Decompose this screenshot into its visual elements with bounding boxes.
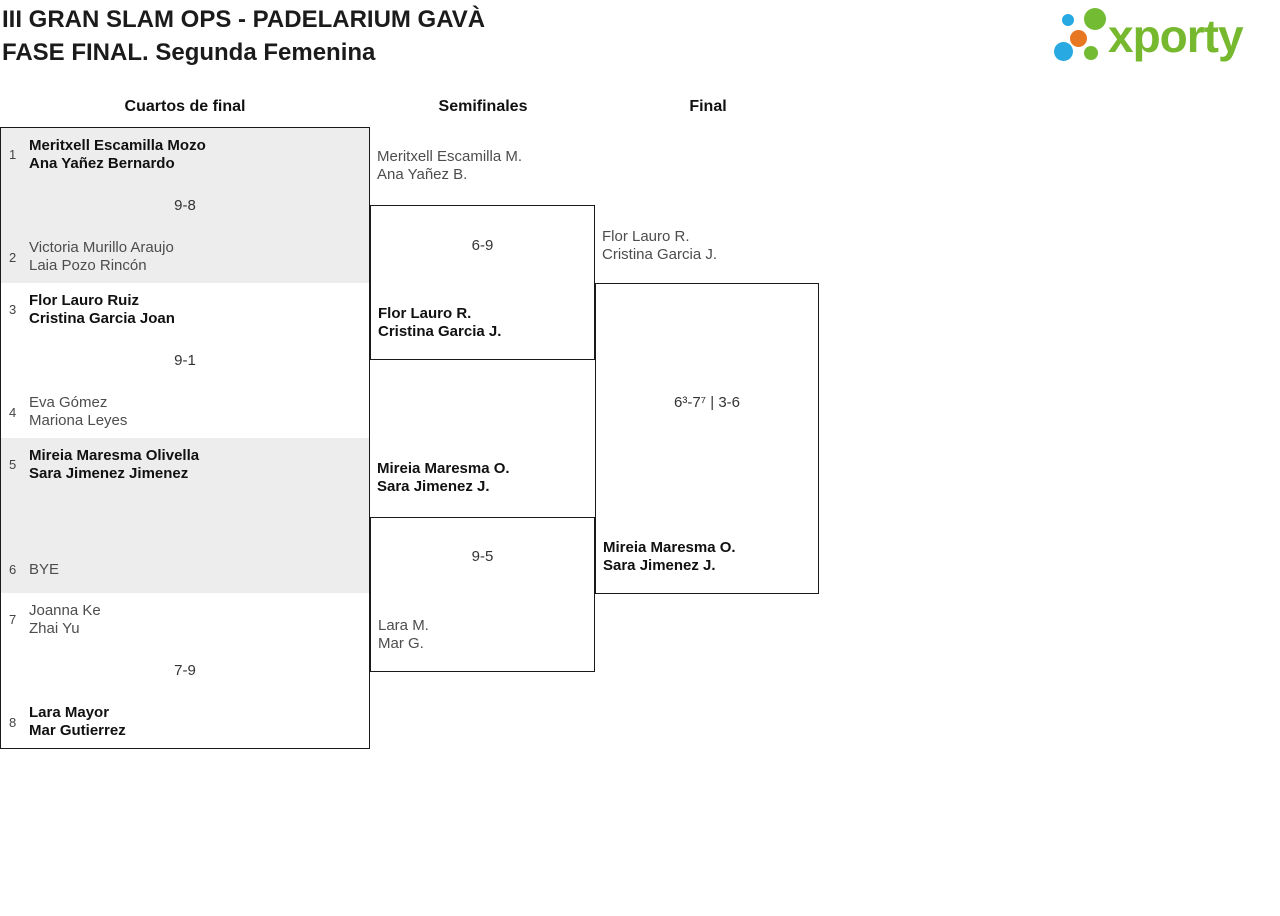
bye-label: BYE bbox=[29, 561, 60, 578]
semifinal-1-lower-team: Flor Lauro R. Cristina Garcia J. bbox=[378, 305, 501, 341]
team-player-name: Zhai Yu bbox=[29, 620, 80, 637]
team-player-name: Meritxell Escamilla Mozo bbox=[29, 137, 206, 154]
team-player-name: Meritxell Escamilla M. bbox=[377, 148, 523, 165]
team-player-name: Flor Lauro Ruiz bbox=[29, 292, 139, 309]
page-title: III GRAN SLAM OPS - PADELARIUM GAVÀ FASE… bbox=[2, 3, 485, 69]
semifinal-2-lower-team: Lara M. Mar G. bbox=[378, 617, 429, 653]
logo-dot-orange-icon bbox=[1070, 30, 1087, 47]
team-player-name: Lara Mayor bbox=[29, 704, 110, 721]
team-player-name: Cristina Garcia J. bbox=[378, 323, 502, 340]
match-score: 6-9 bbox=[471, 237, 494, 254]
final-lower-team: Mireia Maresma O. Sara Jimenez J. bbox=[603, 539, 736, 575]
team-player-name: Mariona Leyes bbox=[29, 412, 128, 429]
quarterfinal-match-3: 5 Mireia Maresma Olivella Sara Jimenez J… bbox=[0, 438, 370, 594]
logo-dot-blue-small-icon bbox=[1062, 14, 1074, 26]
phase-subtitle: FASE FINAL. Segunda Femenina bbox=[2, 39, 376, 66]
round-header-quarterfinals: Cuartos de final bbox=[124, 98, 246, 115]
team-player-name: Lara M. bbox=[378, 617, 429, 634]
match-score: 7-9 bbox=[174, 661, 196, 679]
team-pair: Victoria Murillo Araujo Laia Pozo Rincón bbox=[29, 239, 174, 275]
final-match: 6³-7⁷ | 3-6 Mireia Maresma O. Sara Jimen… bbox=[595, 283, 819, 594]
team-pair: Flor Lauro Ruiz Cristina Garcia Joan bbox=[29, 292, 175, 328]
team-player-name: Eva Gómez bbox=[29, 394, 108, 411]
team-player-name: Mar Gutierrez bbox=[29, 722, 126, 739]
team-player-name: Mireia Maresma Olivella bbox=[29, 447, 200, 464]
team-player-name: Cristina Garcia Joan bbox=[29, 310, 175, 327]
match-score: 9-1 bbox=[174, 351, 196, 369]
team-player-name: Flor Lauro R. bbox=[378, 305, 472, 322]
team-player-name: Flor Lauro R. bbox=[602, 228, 690, 245]
match-score: 9-5 bbox=[471, 548, 494, 565]
seed-number: 1 bbox=[9, 147, 17, 162]
team-player-name: Joanna Ke bbox=[29, 602, 101, 619]
quarterfinal-match-2: 3 Flor Lauro Ruiz Cristina Garcia Joan 9… bbox=[0, 283, 370, 439]
quarterfinal-match-1: 1 Meritxell Escamilla Mozo Ana Yañez Ber… bbox=[0, 127, 370, 284]
team-player-name: Laia Pozo Rincón bbox=[29, 257, 147, 274]
seed-number: 8 bbox=[9, 715, 17, 730]
semifinal-match-1: 6-9 Flor Lauro R. Cristina Garcia J. bbox=[370, 205, 595, 360]
seed-number: 2 bbox=[9, 250, 17, 265]
tournament-title: III GRAN SLAM OPS - PADELARIUM GAVÀ bbox=[2, 6, 486, 33]
team-pair: Eva Gómez Mariona Leyes bbox=[29, 394, 127, 430]
seed-number: 6 bbox=[9, 562, 17, 577]
team-player-name: Cristina Garcia J. bbox=[602, 246, 718, 263]
team-player-name: Mar G. bbox=[378, 635, 424, 652]
team-player-name: Victoria Murillo Araujo bbox=[29, 239, 174, 256]
seed-number: 7 bbox=[9, 612, 17, 627]
team-player-name: Ana Yañez B. bbox=[377, 166, 468, 183]
seed-number: 3 bbox=[9, 302, 17, 317]
match-score: 6³-7⁷ | 3-6 bbox=[673, 394, 740, 411]
semifinal-match-2: 9-5 Lara M. Mar G. bbox=[370, 517, 595, 672]
team-pair: Lara Mayor Mar Gutierrez bbox=[29, 704, 126, 740]
xporty-logo[interactable]: xporty bbox=[1048, 0, 1280, 78]
team-player-name: Mireia Maresma O. bbox=[603, 539, 736, 556]
logo-wordmark: xporty bbox=[1108, 10, 1244, 62]
semifinal-1-upper-team: Meritxell Escamilla M. Ana Yañez B. bbox=[377, 148, 522, 184]
team-player-name: Sara Jimenez J. bbox=[377, 478, 490, 495]
round-header-final: Final bbox=[689, 98, 727, 115]
team-player-name: Sara Jimenez Jimenez bbox=[29, 465, 189, 482]
team-pair: Meritxell Escamilla Mozo Ana Yañez Berna… bbox=[29, 137, 206, 173]
team-player-name: Sara Jimenez J. bbox=[603, 557, 716, 574]
team-pair: BYE bbox=[29, 561, 59, 579]
team-pair: Mireia Maresma Olivella Sara Jimenez Jim… bbox=[29, 447, 199, 483]
seed-number: 5 bbox=[9, 457, 17, 472]
team-player-name: Ana Yañez Bernardo bbox=[29, 155, 175, 172]
round-header-semifinals: Semifinales bbox=[438, 98, 528, 115]
semifinal-2-upper-team: Mireia Maresma O. Sara Jimenez J. bbox=[377, 460, 510, 496]
seed-number: 4 bbox=[9, 405, 17, 420]
logo-dot-blue-large-icon bbox=[1054, 42, 1073, 61]
team-pair: Joanna Ke Zhai Yu bbox=[29, 602, 101, 638]
final-upper-team: Flor Lauro R. Cristina Garcia J. bbox=[602, 228, 717, 264]
team-player-name: Mireia Maresma O. bbox=[377, 460, 510, 477]
logo-dot-green-small-icon bbox=[1084, 46, 1098, 60]
match-score: 9-8 bbox=[174, 196, 196, 214]
quarterfinal-match-4: 7 Joanna Ke Zhai Yu 7-9 8 Lara Mayor Mar… bbox=[0, 593, 370, 749]
logo-dot-green-large-icon bbox=[1084, 8, 1106, 30]
